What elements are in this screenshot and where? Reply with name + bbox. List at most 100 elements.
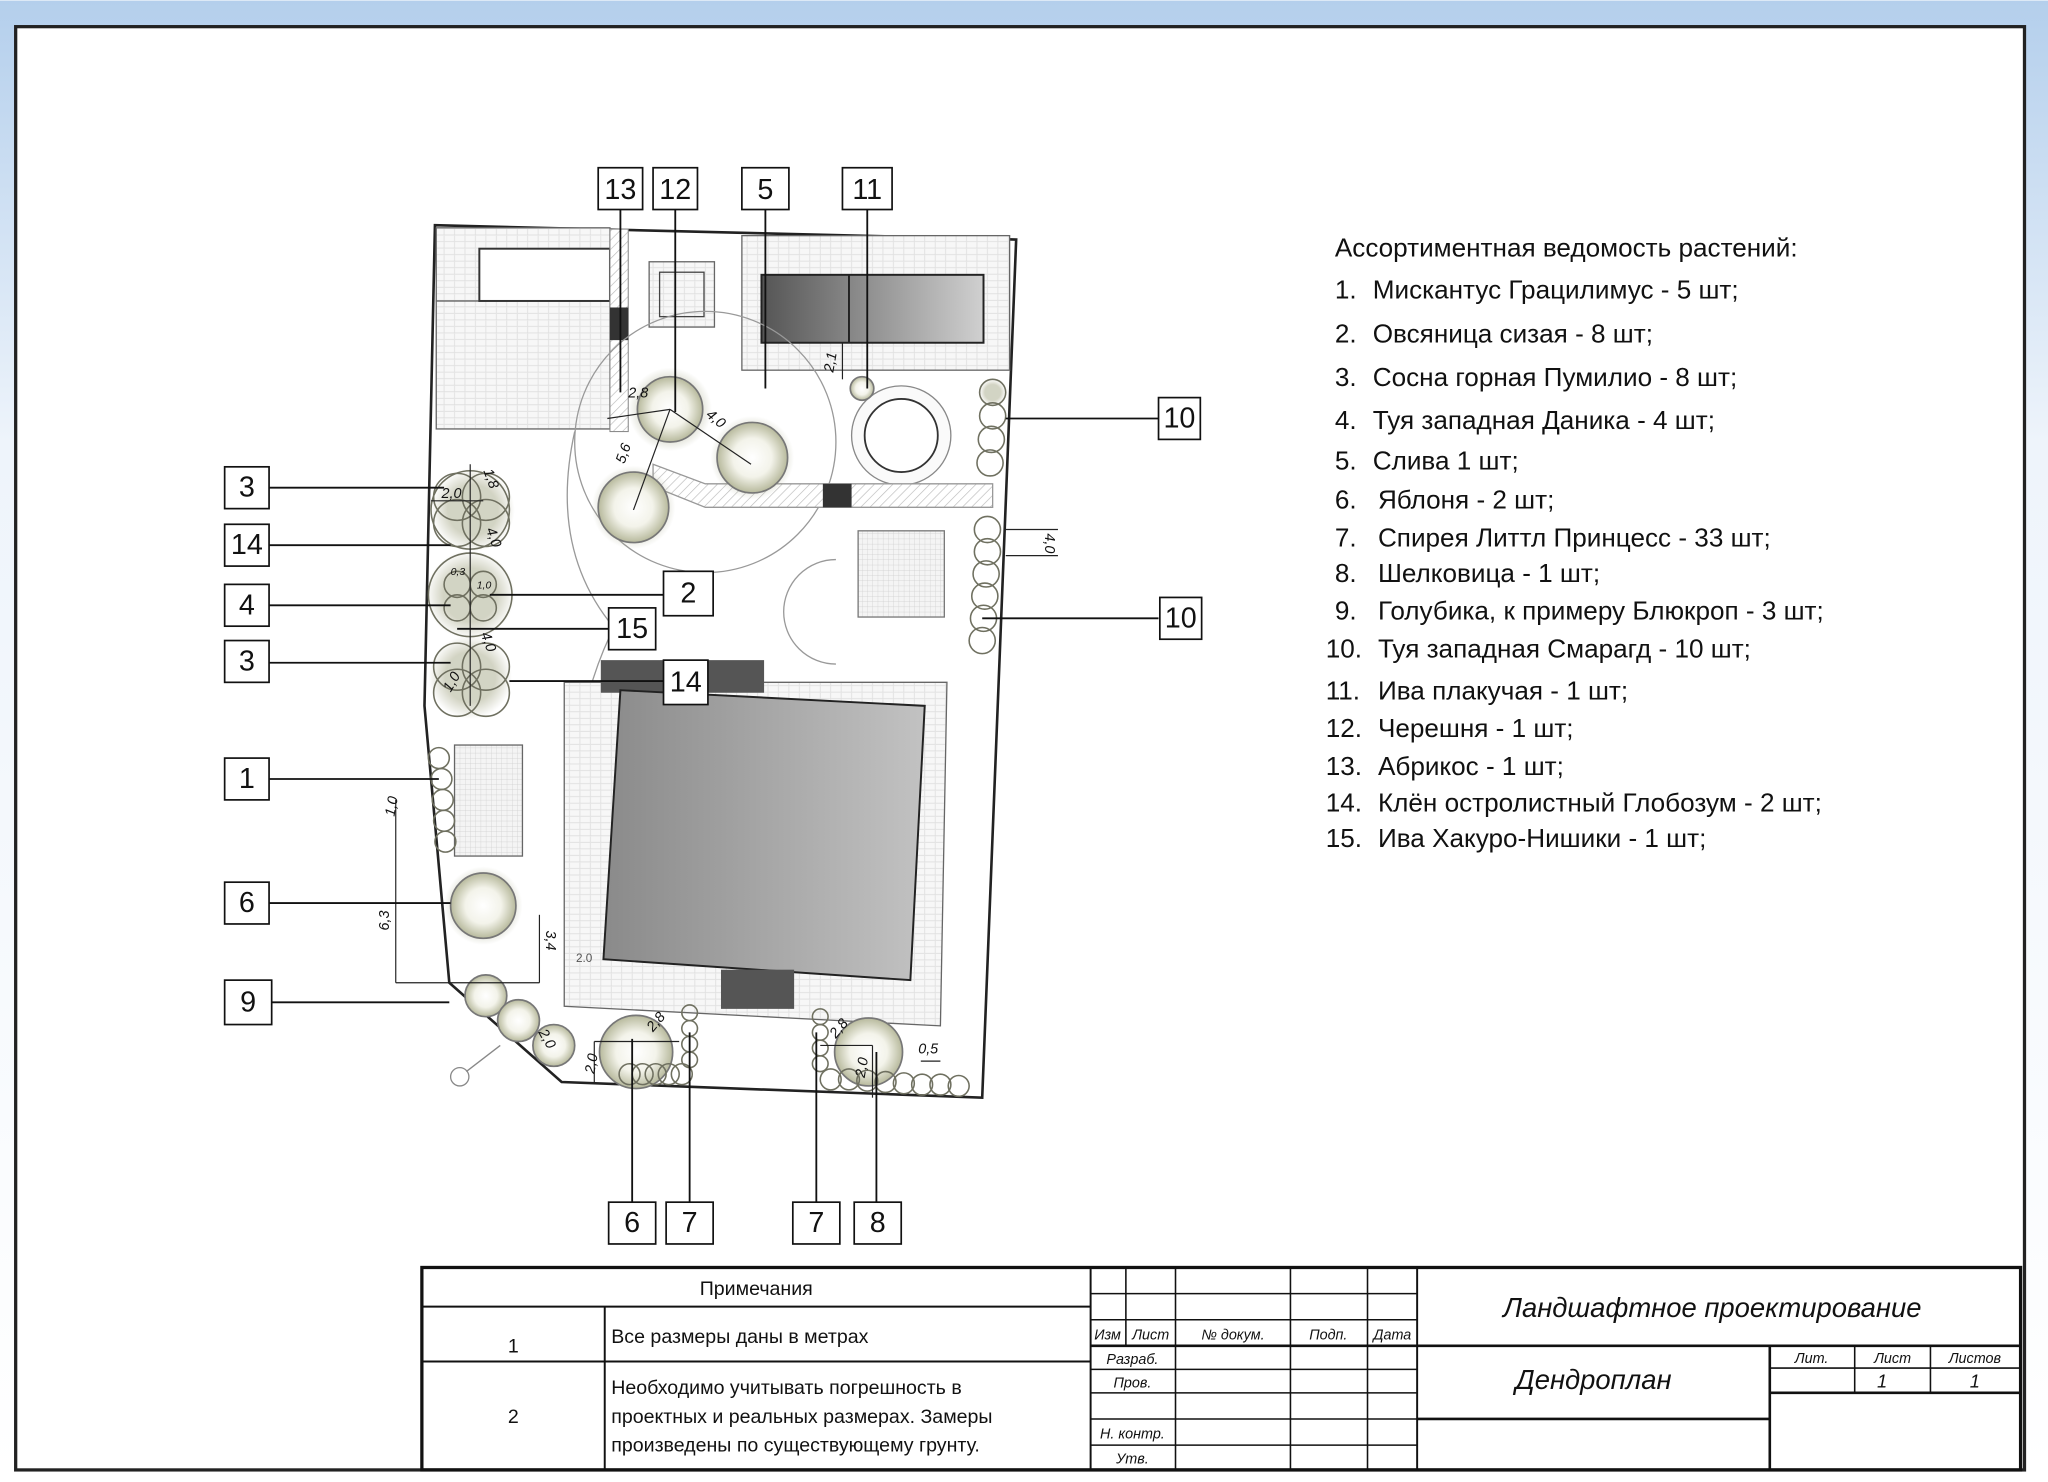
plant-name: Слива 1 шт; [1373,445,1519,475]
svg-text:5: 5 [757,174,773,206]
plant-number: 14. [1326,788,1362,818]
dim-label: 2,0 [853,1056,872,1079]
note-text: Необходимо учитывать погрешность в [611,1377,961,1399]
stamp-col: Изм [1094,1327,1121,1343]
dim-label: 0,5 [918,1041,939,1057]
blueberry [464,974,508,1018]
note-text: Все размеры даны в метрах [611,1326,868,1348]
callout-9: 9 [223,979,273,1026]
pond [863,397,939,473]
callout-15: 15 [607,607,657,651]
back-porch [720,969,795,1009]
svg-text:15: 15 [616,613,648,645]
plant-name: Черешня - 1 шт; [1378,713,1574,743]
plant-number: 2. [1335,319,1357,349]
site-plan: 2,8 4,0 5,6 2,1 2,0 1,8 4,0 0,3 1,0 4,0 … [223,166,1203,1245]
stamp-role: Утв. [1115,1451,1149,1467]
leader-lines [269,209,1159,1203]
plant-number: 10. [1326,634,1362,664]
playground [857,530,945,618]
patio-area [435,300,611,430]
callout-14: 14 [223,523,270,567]
plant-name: Клён остролистный Глобозум - 2 шт; [1378,788,1822,818]
title-block: Примечания 1 Все размеры даны в метрах 2… [420,1265,2023,1472]
tree-apple-2 [598,1014,674,1090]
callout-11: 11 [841,166,893,211]
plant-bed-inner [658,271,705,318]
gate [609,307,629,341]
trees [425,367,1007,1098]
dim-label: 2.0 [576,952,593,965]
note-text: произведены по существующему грунту. [611,1435,980,1457]
dim-label: 2,8 [627,386,648,402]
svg-text:1: 1 [239,763,255,795]
note-text: проектных и реальных размерах. Замеры [611,1406,992,1428]
callout-3: 3 [223,639,270,684]
tree-plum [716,421,789,494]
plant-number: 13. [1326,751,1362,781]
plant-number: 6. [1335,485,1357,515]
svg-text:13: 13 [604,174,636,206]
svg-text:3: 3 [239,645,255,677]
plant-name: Овсяница сизая - 8 шт; [1373,319,1653,349]
callout-7: 7 [791,1201,841,1245]
house [602,689,926,982]
plant-name: Туя западная Смарагд - 10 шт; [1378,634,1751,664]
callout-12: 12 [652,166,699,211]
dim-label: 5,6 [613,441,635,465]
svg-text:2: 2 [680,578,696,610]
svg-text:14: 14 [670,666,702,698]
svg-text:12: 12 [659,174,691,206]
callout-10: 10 [1158,596,1203,641]
shed [478,247,611,302]
callout-7: 7 [665,1201,714,1245]
tree-apple [449,872,517,940]
sheet-title: Дендроплан [1512,1364,1671,1395]
stamp-col: Подп. [1309,1327,1347,1343]
plant-name: Ива Хакуро-Нишики - 1 шт; [1378,823,1706,853]
dim-label: 2,0 [582,1052,601,1075]
dim-label: 2,0 [440,486,461,502]
stamp-role: Пров. [1113,1376,1151,1392]
svg-text:7: 7 [682,1207,698,1239]
plant-number: 15. [1326,823,1362,853]
plant-number: 11. [1326,675,1360,705]
callout-14: 14 [662,659,709,706]
plant-number: 3. [1335,362,1357,392]
gravel-bed [453,744,524,857]
plant-name: Голубика, к примеру Блюкроп - 3 шт; [1378,596,1824,626]
dim-label: 1,0 [477,580,492,591]
stamp-role: Разраб. [1106,1352,1158,1368]
blueberry [532,1023,576,1068]
svg-text:11: 11 [852,174,882,206]
callout-6: 6 [607,1201,657,1245]
callout-10: 10 [1157,396,1202,441]
dim-label: 4,0 [1041,533,1057,553]
thuja-smaragd-row-bottom [968,515,1002,655]
stamp-col: № докум. [1201,1327,1264,1343]
sheet-frame [14,25,2027,1472]
svg-text:9: 9 [240,986,256,1018]
callout-markers: 13 12 5 11 10 10 3 14 4 3 1 6 9 2 15 14 … [223,166,1203,1245]
plant-number: 5. [1335,445,1357,475]
stamp-role: Н. контр. [1100,1427,1165,1443]
tree-apricot [597,471,670,544]
svg-text:8: 8 [870,1207,886,1239]
plant-number: 8. [1335,558,1357,588]
svg-text:10: 10 [1165,602,1197,634]
callout-2: 2 [662,570,714,617]
plant-number: 9. [1335,596,1357,626]
callout-6: 6 [223,881,270,925]
note-number: 2 [508,1406,519,1428]
callout-3: 3 [223,465,270,510]
dim-label: 2,1 [821,351,840,374]
dim-label: 1,8 [480,467,502,491]
svg-text:14: 14 [231,529,263,561]
plant-list: Ассортиментная ведомость растений: 1.Мис… [1326,233,1824,853]
plant-name: Мискантус Грацилимус - 5 шт; [1373,274,1739,304]
callout-8: 8 [853,1201,903,1245]
sheet-number: 1 [1877,1371,1887,1392]
plant-name: Абрикос - 1 шт; [1378,751,1564,781]
